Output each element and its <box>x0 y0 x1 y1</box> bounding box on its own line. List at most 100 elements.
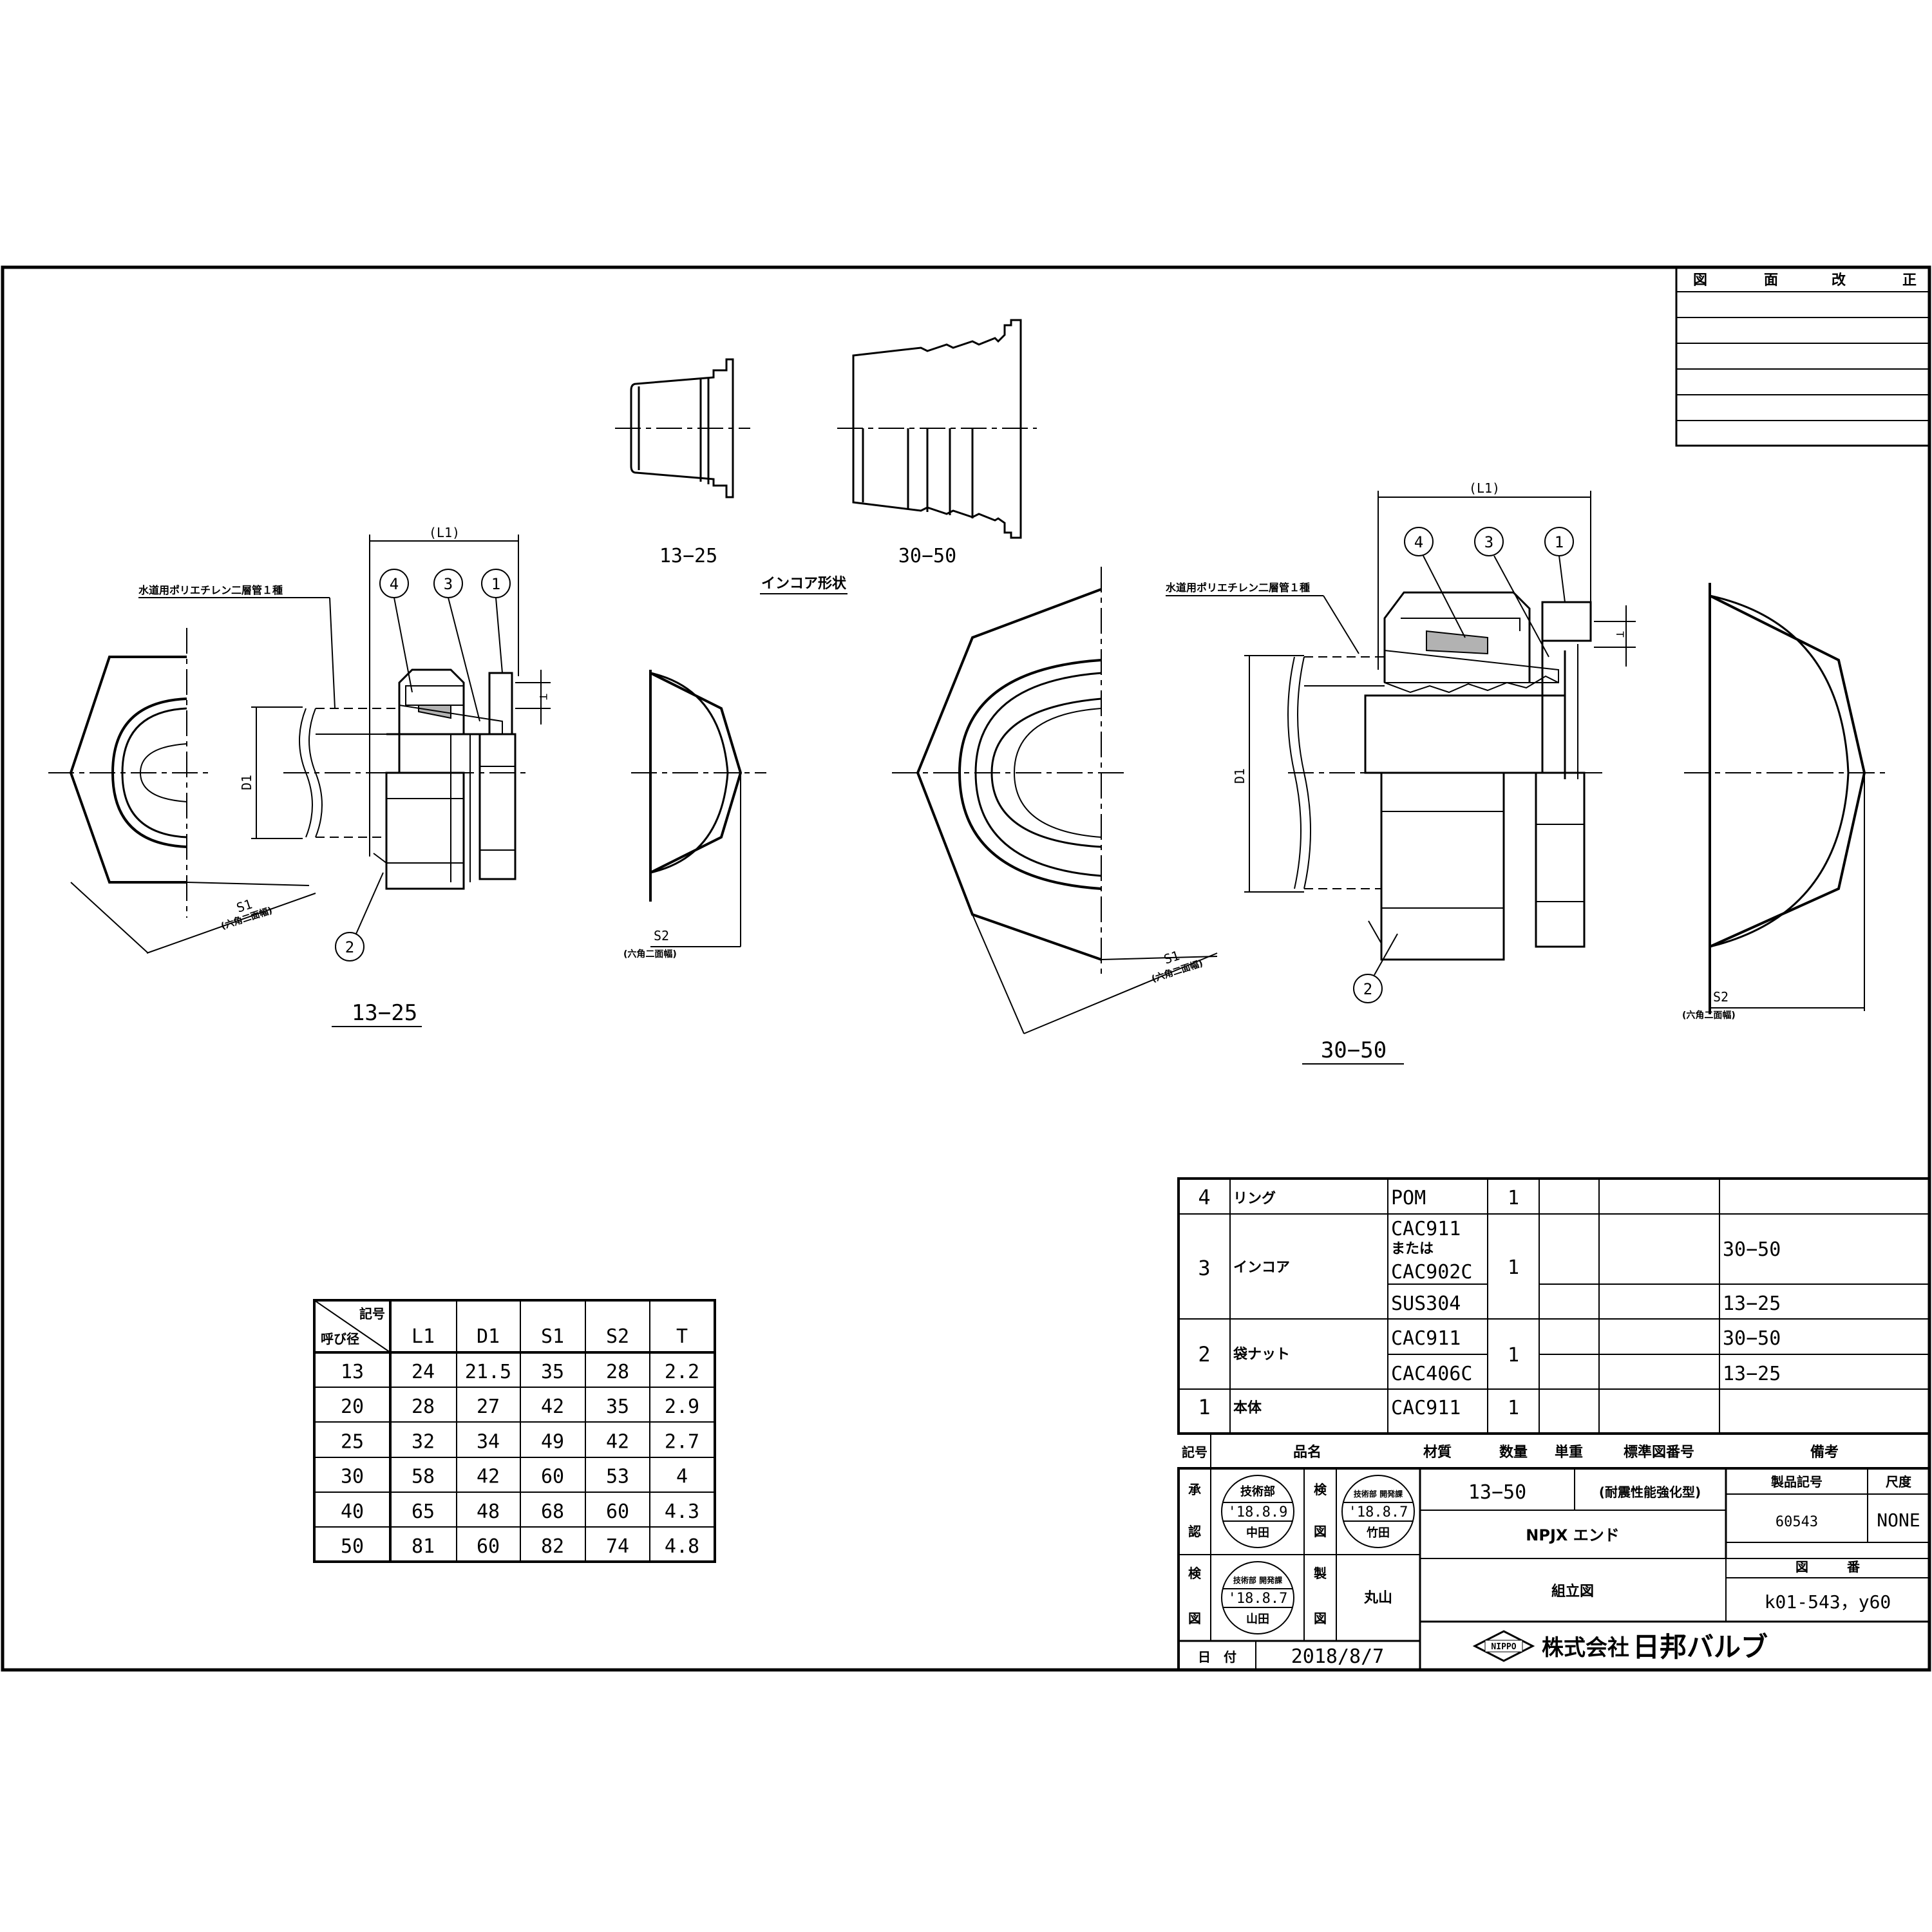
svg-text:中田: 中田 <box>1246 1526 1269 1540</box>
balloon-3-small: 3 <box>433 569 480 722</box>
table-cell: 42 <box>477 1466 500 1488</box>
table-cell: 28 <box>606 1361 629 1383</box>
product-code: 60543 <box>1776 1514 1818 1530</box>
svg-text:'18.8.9: '18.8.9 <box>1228 1504 1288 1520</box>
table-row-size: 50 <box>341 1535 364 1558</box>
table-cell: 49 <box>541 1430 564 1453</box>
table-cell: 2.9 <box>665 1396 699 1418</box>
table-cell: 21.5 <box>465 1361 511 1383</box>
part-3-material-1: CAC911 <box>1391 1218 1461 1240</box>
parts-header-material: 材質 <box>1423 1444 1452 1461</box>
revision-header-2: 面 <box>1764 272 1778 289</box>
incore-small-label: 13−25 <box>659 545 717 567</box>
table-cell: 58 <box>412 1466 435 1488</box>
dim-s2-large-text: S2 <box>1713 989 1728 1005</box>
part-4-name: リング <box>1233 1190 1276 1207</box>
part-3-material-3: SUS304 <box>1391 1293 1461 1315</box>
svg-text:1: 1 <box>491 575 500 593</box>
table-header-t: T <box>676 1325 688 1348</box>
dim-t-large-text: T <box>1614 631 1626 638</box>
incore-large-label: 30−50 <box>898 545 956 567</box>
parts-list: 4 リング POM 1 3 インコア CAC911 または CAC902C 1 … <box>1177 1177 1931 1470</box>
table-row-size: 30 <box>341 1466 364 1488</box>
part-3-note: 30−50 <box>1723 1238 1781 1261</box>
table-row-size: 40 <box>341 1501 364 1523</box>
hex-end-view-large-right <box>1684 583 1887 1014</box>
stamp-inspect: 技術部 開発課 '18.8.7 竹田 <box>1341 1475 1415 1548</box>
incore-shape-caption: インコア形状 <box>761 576 847 592</box>
table-header-s1: S1 <box>541 1325 564 1348</box>
balloon-4-large: 4 <box>1404 527 1466 638</box>
assembly-section-small <box>283 668 528 890</box>
table-cell: 60 <box>606 1501 629 1523</box>
view-label-small: 13−25 <box>352 1000 417 1026</box>
stamp-approve: 技術部 '18.8.9 中田 <box>1221 1475 1294 1548</box>
approve-char-1: 承 <box>1188 1482 1201 1497</box>
table-cell: 60 <box>477 1535 500 1558</box>
svg-text:4: 4 <box>1414 533 1423 551</box>
table-corner-top: 記号 <box>359 1306 385 1321</box>
part-2-note-1: 30−50 <box>1723 1327 1781 1350</box>
part-2-material-1: CAC911 <box>1391 1327 1461 1350</box>
table-cell: 48 <box>477 1501 500 1523</box>
check-char-2: 図 <box>1188 1611 1201 1626</box>
hex-note-s2-small: (六角二面幅) <box>623 949 677 960</box>
table-cell: 34 <box>477 1430 500 1453</box>
svg-text:4: 4 <box>390 575 399 593</box>
balloon-4-small: 4 <box>379 569 413 693</box>
company-name: 日邦バルブ <box>1633 1631 1768 1663</box>
pipe-label-large: 水道用ポリエチレン二層管１種 <box>1166 582 1310 594</box>
revision-block: 図 面 改 正 <box>1675 266 1931 447</box>
part-1-qty: 1 <box>1508 1397 1519 1419</box>
make-char-1: 製 <box>1314 1566 1327 1581</box>
dim-l1-small-text: (L1) <box>429 525 460 540</box>
table-row-size: 20 <box>341 1396 364 1418</box>
revision-header-3: 改 <box>1832 272 1846 289</box>
parts-header-std: 標準図番号 <box>1624 1444 1694 1461</box>
stamp-check: 技術部 開発課 '18.8.7 山田 <box>1221 1561 1294 1634</box>
table-cell: 4 <box>676 1466 688 1488</box>
svg-text:技術部 開発課: 技術部 開発課 <box>1233 1575 1283 1585</box>
table-header-d1: D1 <box>477 1325 500 1348</box>
pipe-label-small: 水道用ポリエチレン二層管１種 <box>138 584 283 596</box>
dim-s1-large-text: S1 <box>1162 947 1181 967</box>
sheet-border <box>1 265 1931 1672</box>
table-cell: 28 <box>412 1396 435 1418</box>
hex-note-s2-large: (六角二面幅) <box>1682 1010 1736 1021</box>
svg-text:竹田: 竹田 <box>1366 1526 1390 1540</box>
title-block: 承 認 検 図 検 図 製 図 技術部 '18.8.9 中田 技術部 開発課 '… <box>1177 1467 1931 1671</box>
svg-text:1: 1 <box>1555 533 1564 551</box>
table-cell: 35 <box>606 1396 629 1418</box>
svg-text:'18.8.7: '18.8.7 <box>1228 1591 1288 1607</box>
drafter-name: 丸山 <box>1363 1590 1392 1606</box>
parts-header-qty: 数量 <box>1499 1444 1528 1461</box>
hex-end-view-large-left <box>892 567 1218 1034</box>
scale-value: NONE <box>1877 1510 1920 1531</box>
dimension-lines-small <box>138 535 551 857</box>
approve-char-2: 認 <box>1188 1524 1201 1539</box>
inspect-char-1: 検 <box>1314 1482 1327 1497</box>
table-cell: 2.2 <box>665 1361 699 1383</box>
incore-large-view <box>837 319 1037 539</box>
assembly-section-large <box>1287 591 1604 961</box>
parts-header-name: 品名 <box>1293 1444 1321 1461</box>
view-label-large: 30−50 <box>1321 1037 1387 1063</box>
dim-d1-large-text: D1 <box>1232 768 1247 784</box>
variant-note: (耐震性能強化型) <box>1599 1484 1701 1500</box>
part-2-name: 袋ナット <box>1233 1346 1290 1363</box>
svg-text:3: 3 <box>444 575 453 593</box>
svg-text:'18.8.7: '18.8.7 <box>1349 1504 1408 1520</box>
part-2-no: 2 <box>1198 1342 1210 1367</box>
table-cell: 35 <box>541 1361 564 1383</box>
revision-header-4: 正 <box>1902 272 1917 289</box>
part-3-material-or: または <box>1391 1241 1434 1257</box>
part-1-no: 1 <box>1198 1395 1210 1419</box>
balloon-1-small: 1 <box>481 569 511 674</box>
table-cell: 42 <box>541 1396 564 1418</box>
part-4-qty: 1 <box>1508 1187 1519 1209</box>
dim-t-small-text: T <box>537 694 549 700</box>
drawing-no-label: 図 番 <box>1795 1559 1861 1575</box>
table-cell: 68 <box>541 1501 564 1523</box>
balloon-2-large: 2 <box>1353 933 1398 1003</box>
